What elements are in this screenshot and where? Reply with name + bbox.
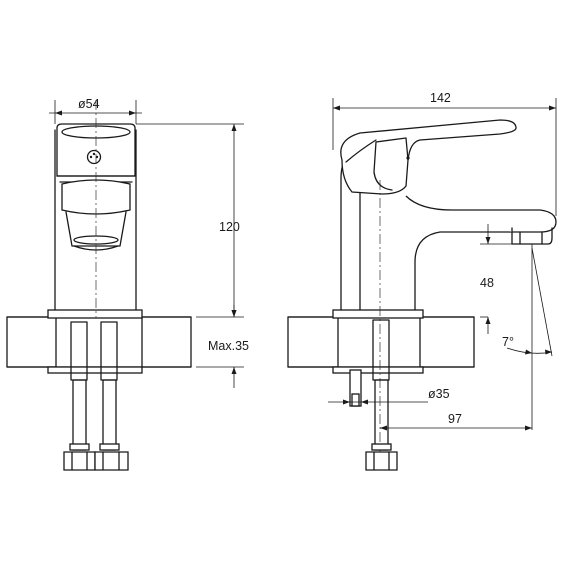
dimension-max-thickness: Max.35 <box>196 305 249 388</box>
countertop-left <box>6 316 192 368</box>
front-view: ø54 120 Max.35 <box>6 97 249 471</box>
side-base <box>332 309 424 374</box>
side-handle <box>340 119 517 195</box>
label-reach-97: 97 <box>448 412 462 426</box>
label-max-35: Max.35 <box>208 339 249 353</box>
dimension-spout-reach: 97 <box>380 412 532 431</box>
side-view: 142 48 7° ø35 <box>287 91 557 471</box>
screw-cap-icon <box>86 149 102 165</box>
label-width-54: ø54 <box>78 97 100 111</box>
side-hose <box>365 319 398 471</box>
label-height-120: 120 <box>219 220 240 234</box>
dimension-flow-angle: 7° <box>502 244 553 430</box>
dimension-front-height: 120 <box>136 123 244 318</box>
front-base <box>47 309 143 374</box>
dimension-shank-diameter: ø35 <box>328 387 450 405</box>
dimension-side-length: 142 <box>332 91 557 216</box>
label-length-142: 142 <box>430 91 451 105</box>
dimension-front-width: ø54 <box>49 97 142 124</box>
side-shank <box>349 369 362 407</box>
front-faucet-body <box>54 123 137 311</box>
label-diameter-35: ø35 <box>428 387 450 401</box>
label-gap-48: 48 <box>480 276 494 290</box>
countertop-right <box>287 316 475 368</box>
front-hose-left <box>63 321 96 471</box>
dimension-spout-height: 48 <box>480 224 512 334</box>
front-hose-right <box>94 321 129 471</box>
label-angle-7: 7° <box>502 335 514 349</box>
